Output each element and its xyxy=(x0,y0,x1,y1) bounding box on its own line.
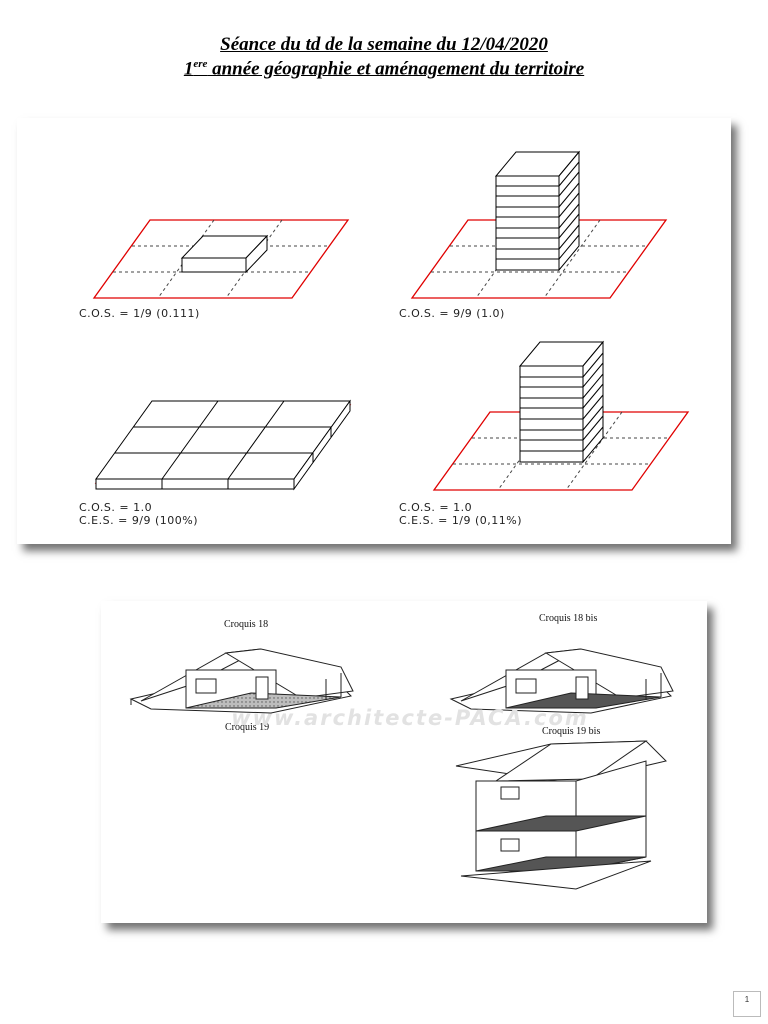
caption-bottom-right-cos: C.O.S. = 1.0 xyxy=(399,501,473,514)
sketch-panel: Croquis 18 Croquis 18 bis Croquis 19 Cro… xyxy=(101,601,707,923)
plot-bottom-left xyxy=(94,399,352,491)
caption-bottom-right-ces: C.E.S. = 1/9 (0,11%) xyxy=(399,514,523,527)
house-croquis-18 xyxy=(129,648,354,714)
cos-diagram-panel: C.O.S. = 1/9 (0.111) C.O.S. = 9/9 (1.0) … xyxy=(17,118,731,544)
caption-top-left: C.O.S. = 1/9 (0.111) xyxy=(79,307,200,320)
label-croquis-19-bis: Croquis 19 bis xyxy=(542,726,601,737)
caption-bottom-right: C.O.S. = 1.0 C.E.S. = 1/9 (0,11%) xyxy=(399,501,522,527)
document-subtitle: 1ere année géographie et aménagement du … xyxy=(183,58,585,80)
label-croquis-18-bis: Croquis 18 bis xyxy=(539,613,598,624)
watermark: www.architecte-PACA.com xyxy=(231,706,589,730)
page-number: 1 xyxy=(733,991,761,1017)
caption-bottom-left-cos: C.O.S. = 1.0 xyxy=(79,501,153,514)
document-title: Séance du td de la semaine du 12/04/2020 xyxy=(220,34,548,55)
plot-top-left xyxy=(92,219,350,299)
plot-top-right xyxy=(410,150,668,299)
plot-bottom-right xyxy=(432,340,690,491)
house-croquis-19-bis xyxy=(455,740,667,890)
cos-diagram-drawing xyxy=(92,150,690,491)
caption-bottom-left: C.O.S. = 1.0 C.E.S. = 9/9 (100%) xyxy=(79,501,198,527)
house-sketches-drawing xyxy=(129,648,674,890)
house-croquis-18-bis xyxy=(449,648,674,714)
label-croquis-19: Croquis 19 xyxy=(225,722,270,733)
label-croquis-18: Croquis 18 xyxy=(224,619,269,630)
caption-bottom-left-ces: C.E.S. = 9/9 (100%) xyxy=(79,514,199,527)
caption-top-right: C.O.S. = 9/9 (1.0) xyxy=(399,307,505,320)
